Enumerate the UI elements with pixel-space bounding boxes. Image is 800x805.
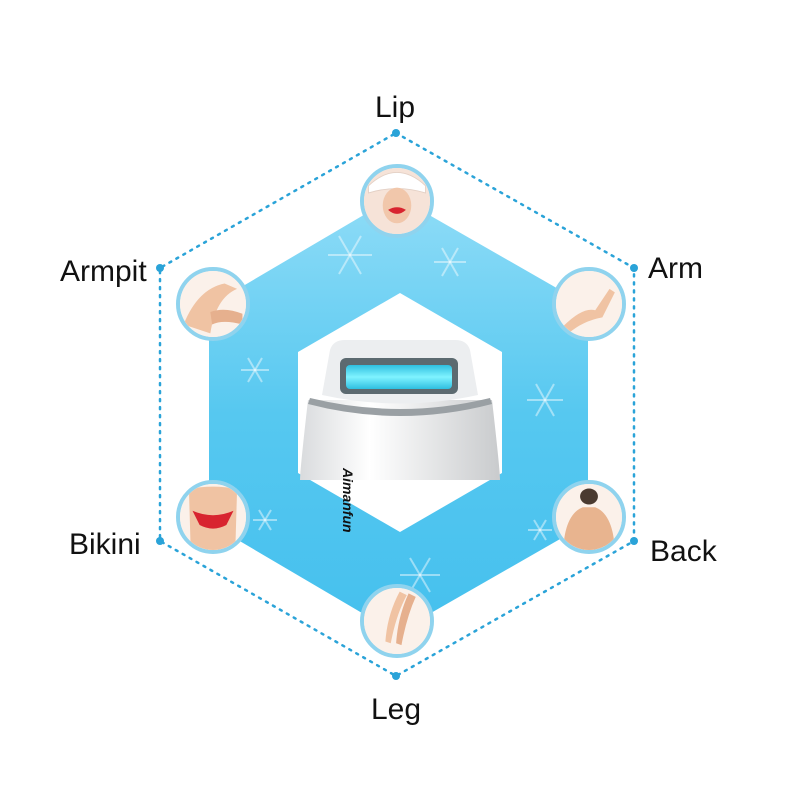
- lips-icon: [364, 168, 430, 234]
- device-brand-text: Aimanfun: [340, 468, 356, 533]
- leg-thumbnail: [360, 584, 434, 658]
- device-body: [300, 400, 500, 480]
- snowflake-pattern: [241, 235, 563, 593]
- bikini-icon: [180, 484, 246, 550]
- label-leg: Leg: [371, 693, 422, 726]
- armpit-thumbnail: [176, 267, 250, 341]
- label-arm: Arm: [648, 252, 703, 285]
- label-back: Back: [650, 535, 717, 568]
- label-lip: Lip: [375, 91, 416, 124]
- vertex-dots: [156, 129, 638, 680]
- lamp-glow: [346, 365, 452, 389]
- back-icon: [556, 484, 622, 550]
- legs-icon: [364, 588, 430, 654]
- blue-hexagon-frame: [209, 196, 588, 633]
- arm-thumbnail: [552, 267, 626, 341]
- device-rim: [308, 398, 492, 416]
- armpit-icon: [180, 271, 246, 337]
- ipl-device: [300, 340, 500, 480]
- arm-icon: [556, 271, 622, 337]
- back-thumbnail: [552, 480, 626, 554]
- label-bikini: Bikini: [69, 528, 141, 561]
- label-armpit: Armpit: [60, 255, 147, 288]
- lip-thumbnail: [360, 164, 434, 238]
- bikini-thumbnail: [176, 480, 250, 554]
